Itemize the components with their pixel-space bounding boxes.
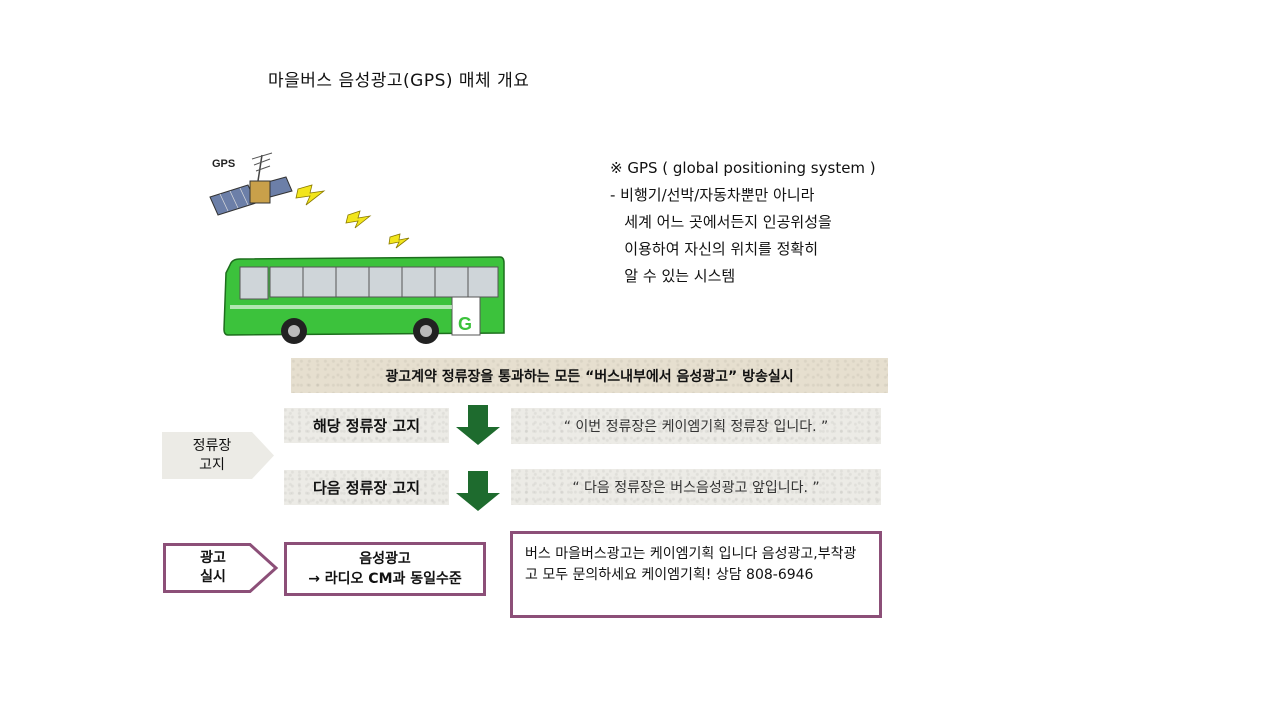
current-stop-quote: “ 이번 정류장은 케이엠기획 정류장 입니다. ”	[511, 408, 881, 444]
notify-label-line1: 정류장	[192, 437, 232, 454]
audio-ad-line2: → 라디오 CM과 동일수준	[308, 571, 462, 587]
satellite-icon	[209, 152, 293, 216]
ad-label-line1: 광고	[200, 550, 226, 566]
gps-description-heading: ※ GPS ( global positioning system )	[610, 159, 876, 177]
next-stop-quote: “ 다음 정류장은 버스음성광고 앞입니다. ”	[511, 469, 881, 505]
notify-label-line2: 고지	[199, 456, 225, 473]
down-arrow-icon	[456, 405, 500, 445]
current-stop-label: 해당 정류장 고지	[284, 408, 449, 443]
page-title: 마을버스 음성광고(GPS) 매체 개요	[268, 71, 530, 91]
bus-badge-letter: G	[458, 314, 472, 334]
ad-label-line2: 실시	[200, 569, 226, 585]
audio-ad-line1: 음성광고	[359, 551, 411, 567]
signal-bolt-icon	[295, 184, 410, 249]
ad-chevron-shape	[163, 543, 279, 593]
broadcast-banner: 광고계약 정류장을 통과하는 모든 “버스내부에서 음성광고” 방송실시	[291, 358, 888, 393]
next-stop-label: 다음 정류장 고지	[284, 470, 449, 505]
contact-info-box: 버스 마을버스광고는 케이엠기획 입니다 음성광고,부착광고 모두 문의하세요 …	[510, 531, 882, 618]
audio-ad-box: 음성광고 → 라디오 CM과 동일수준	[284, 542, 486, 596]
notify-chevron-shape	[162, 432, 274, 479]
gps-bus-illustration: GPS	[209, 152, 505, 344]
down-arrow-icon	[456, 471, 500, 511]
notify-label: 정류장 고지	[162, 432, 262, 479]
bus-icon	[223, 256, 505, 344]
ad-label: 광고 실시	[163, 543, 263, 593]
gps-satellite-label: GPS	[212, 158, 235, 170]
gps-description: ※ GPS ( global positioning system ) - 비행…	[610, 155, 876, 290]
gps-description-body: - 비행기/선박/자동차뿐만 아니라 세계 어느 곳에서든지 인공위성을 이용하…	[610, 186, 832, 285]
